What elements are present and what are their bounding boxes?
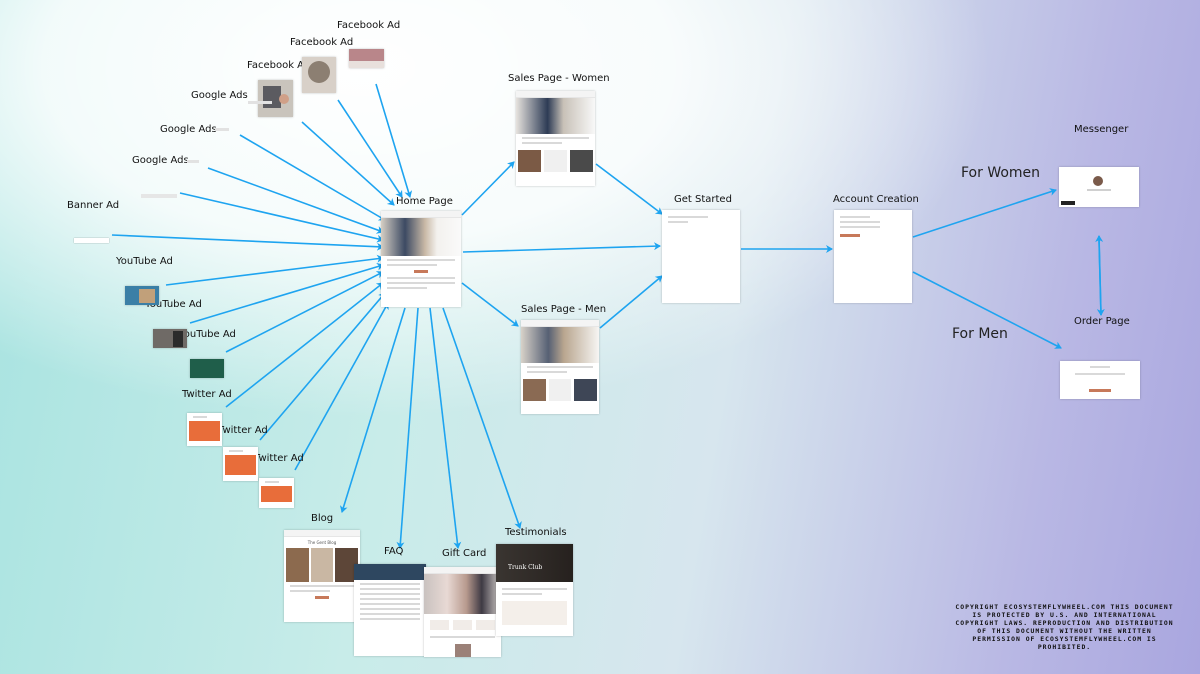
label-sales-page-women: Sales Page - Women <box>508 73 610 84</box>
label-facebook-ad-3: Facebook Ad <box>337 20 401 31</box>
google-ads-2-thumbnail <box>215 128 229 131</box>
label-youtube-ad-2: YouTube Ad <box>145 299 202 310</box>
testimonials-thumbnail-title: Trunk Club <box>508 564 543 571</box>
label-google-ads-1: Google Ads <box>191 90 248 101</box>
sales-page-men-thumbnail <box>521 320 599 414</box>
arrow-home-giftcard <box>429 307 462 549</box>
arrow-home-testimonials <box>442 307 522 529</box>
arrow-google-1-home <box>239 134 386 221</box>
blog-thumbnail-title: The Gent Blog <box>307 540 337 545</box>
home-page-thumbnail <box>381 211 461 307</box>
facebook-ad-1-thumbnail <box>258 80 293 117</box>
label-account-creation: Account Creation <box>833 194 919 205</box>
order-page-thumbnail <box>1060 361 1140 399</box>
arrow-home-sales-men <box>461 282 519 327</box>
arrow-google-2-home <box>207 167 384 234</box>
gift-card-thumbnail <box>424 567 501 657</box>
label-get-started: Get Started <box>674 194 732 205</box>
label-blog: Blog <box>311 513 334 524</box>
arrow-facebook-3-home <box>375 83 413 198</box>
banner-ad-thumbnail <box>141 194 177 198</box>
arrow-banner-home <box>111 234 384 251</box>
arrow-youtube-3-home <box>225 271 384 353</box>
arrow-facebook-1-home <box>301 121 395 206</box>
label-google-ads-2: Google Ads <box>160 124 217 135</box>
label-youtube-ad-1: YouTube Ad <box>116 256 173 267</box>
banner-ad-2-thumbnail <box>74 238 109 243</box>
arrow-twitter-1-home <box>225 282 384 408</box>
arrow-youtube-2-home <box>189 262 384 324</box>
twitter-ad-3-thumbnail <box>259 478 294 508</box>
account-creation-thumbnail <box>834 210 912 303</box>
youtube-ad-1-thumbnail <box>125 286 159 305</box>
label-for-men: For Men <box>952 326 1008 342</box>
arrow-sales-men-getstarted <box>599 275 663 329</box>
sales-page-women-thumbnail <box>516 91 595 186</box>
label-order-page: Order Page <box>1074 316 1130 327</box>
arrow-order-messenger <box>1095 235 1104 316</box>
youtube-ad-2-thumbnail <box>153 329 187 348</box>
faq-thumbnail <box>354 564 426 656</box>
arrow-facebook-2-home <box>337 99 403 198</box>
label-testimonials: Testimonials <box>505 527 567 538</box>
label-faq: FAQ <box>384 546 404 557</box>
label-twitter-ad-3: Twitter Ad <box>254 453 304 464</box>
get-started-thumbnail <box>662 210 740 303</box>
label-messenger: Messenger <box>1074 124 1129 135</box>
facebook-ad-3-thumbnail <box>349 49 384 68</box>
twitter-ad-2-thumbnail <box>223 447 258 481</box>
label-facebook-ad-2: Facebook Ad <box>290 37 354 48</box>
copyright-notice: COPYRIGHT ECOSYSTEMFLYWHEEL.COM THIS DOC… <box>955 603 1174 651</box>
label-twitter-ad-1: Twitter Ad <box>182 389 232 400</box>
label-google-ads-3: Google Ads <box>132 155 189 166</box>
google-ads-3-thumbnail <box>187 160 199 163</box>
arrow-home-sales-women <box>461 161 515 216</box>
messenger-thumbnail <box>1059 167 1139 207</box>
arrow-home-faq <box>396 307 419 549</box>
label-sales-page-men: Sales Page - Men <box>521 304 607 315</box>
twitter-ad-1-thumbnail <box>187 413 222 446</box>
arrow-home-getstarted <box>462 242 661 253</box>
label-home-page: Home Page <box>396 196 453 207</box>
label-youtube-ad-3: YouTube Ad <box>179 329 236 340</box>
arrow-account-order <box>912 271 1062 349</box>
label-twitter-ad-2: Twitter Ad <box>218 425 268 436</box>
facebook-ad-2-thumbnail <box>302 57 336 93</box>
youtube-ad-3-thumbnail <box>190 359 224 378</box>
label-gift-card: Gift Card <box>442 548 487 559</box>
arrow-twitter-3-home <box>294 302 389 471</box>
arrow-twitter-2-home <box>259 292 386 441</box>
google-ads-1-thumbnail <box>248 101 272 104</box>
arrow-sales-women-getstarted <box>595 163 663 215</box>
arrow-home-blog <box>339 307 406 513</box>
label-for-women: For Women <box>961 165 1041 181</box>
label-banner-ad: Banner Ad <box>67 200 120 211</box>
arrow-google-3-home <box>179 192 384 243</box>
testimonials-thumbnail: Trunk Club <box>496 544 573 636</box>
arrow-account-messenger <box>912 188 1057 238</box>
label-facebook-ad-1: Facebook Ad <box>247 60 311 71</box>
arrow-youtube-1-home <box>165 254 384 286</box>
blog-thumbnail: The Gent Blog <box>284 530 360 622</box>
